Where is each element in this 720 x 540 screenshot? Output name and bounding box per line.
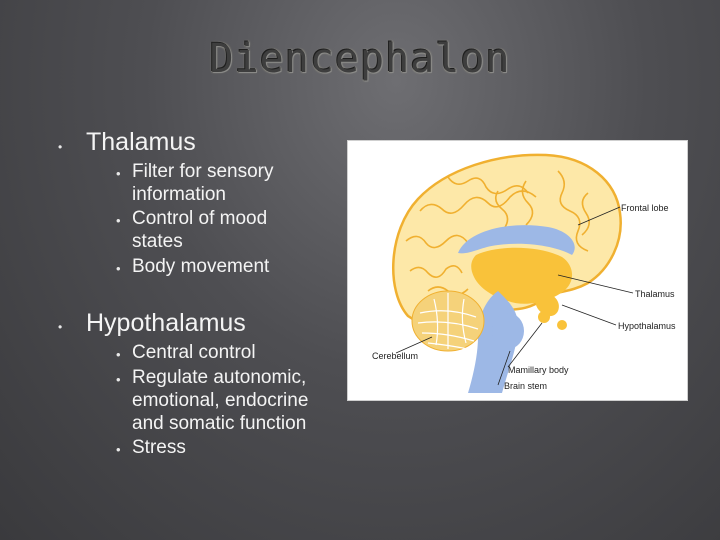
label-hypothalamus: Hypothalamus <box>618 321 676 331</box>
brain-diagram: Frontal lobe Thalamus Hypothalamus Cereb… <box>347 140 688 401</box>
pituitary-shape <box>557 320 567 330</box>
sub-bullet-item: Control of mood states <box>132 208 268 252</box>
sub-bullet-marker: • <box>116 442 121 457</box>
cerebellum-shape <box>411 290 485 352</box>
leader-lines <box>395 206 634 386</box>
sub-bullet-item: Regulate autonomic, emotional, endocrine… <box>132 367 309 434</box>
sub-bullet-item: Body movement <box>132 256 270 277</box>
label-frontal-lobe: Frontal lobe <box>621 203 669 213</box>
brain-illustration: Frontal lobe Thalamus Hypothalamus Cereb… <box>372 153 676 393</box>
label-brain-stem: Brain stem <box>504 381 547 391</box>
sub-bullet-marker: • <box>116 166 121 181</box>
label-cerebellum: Cerebellum <box>372 351 418 361</box>
bullet-marker: • <box>58 320 63 334</box>
label-mamillary-body: Mamillary body <box>508 365 569 375</box>
section-heading-hypothalamus: Hypothalamus <box>86 309 246 337</box>
pons-shape <box>492 313 524 349</box>
section-heading-thalamus: Thalamus <box>86 128 196 156</box>
sub-bullet-marker: • <box>116 372 121 387</box>
sub-bullet-marker: • <box>116 261 121 276</box>
sub-bullet-item: Filter for sensory information <box>132 161 274 205</box>
corpus-callosum-shape <box>458 225 575 255</box>
slide-title: Diencephalon <box>209 36 511 82</box>
sub-bullet-item: Stress <box>132 437 186 458</box>
thalamus-shape <box>504 259 556 287</box>
bullet-marker: • <box>58 140 63 154</box>
sub-bullet-marker: • <box>116 347 121 362</box>
sub-bullet-marker: • <box>116 213 121 228</box>
hypothalamus-shape <box>535 292 559 317</box>
label-thalamus: Thalamus <box>635 289 675 299</box>
sub-bullet-item: Central control <box>132 342 256 363</box>
